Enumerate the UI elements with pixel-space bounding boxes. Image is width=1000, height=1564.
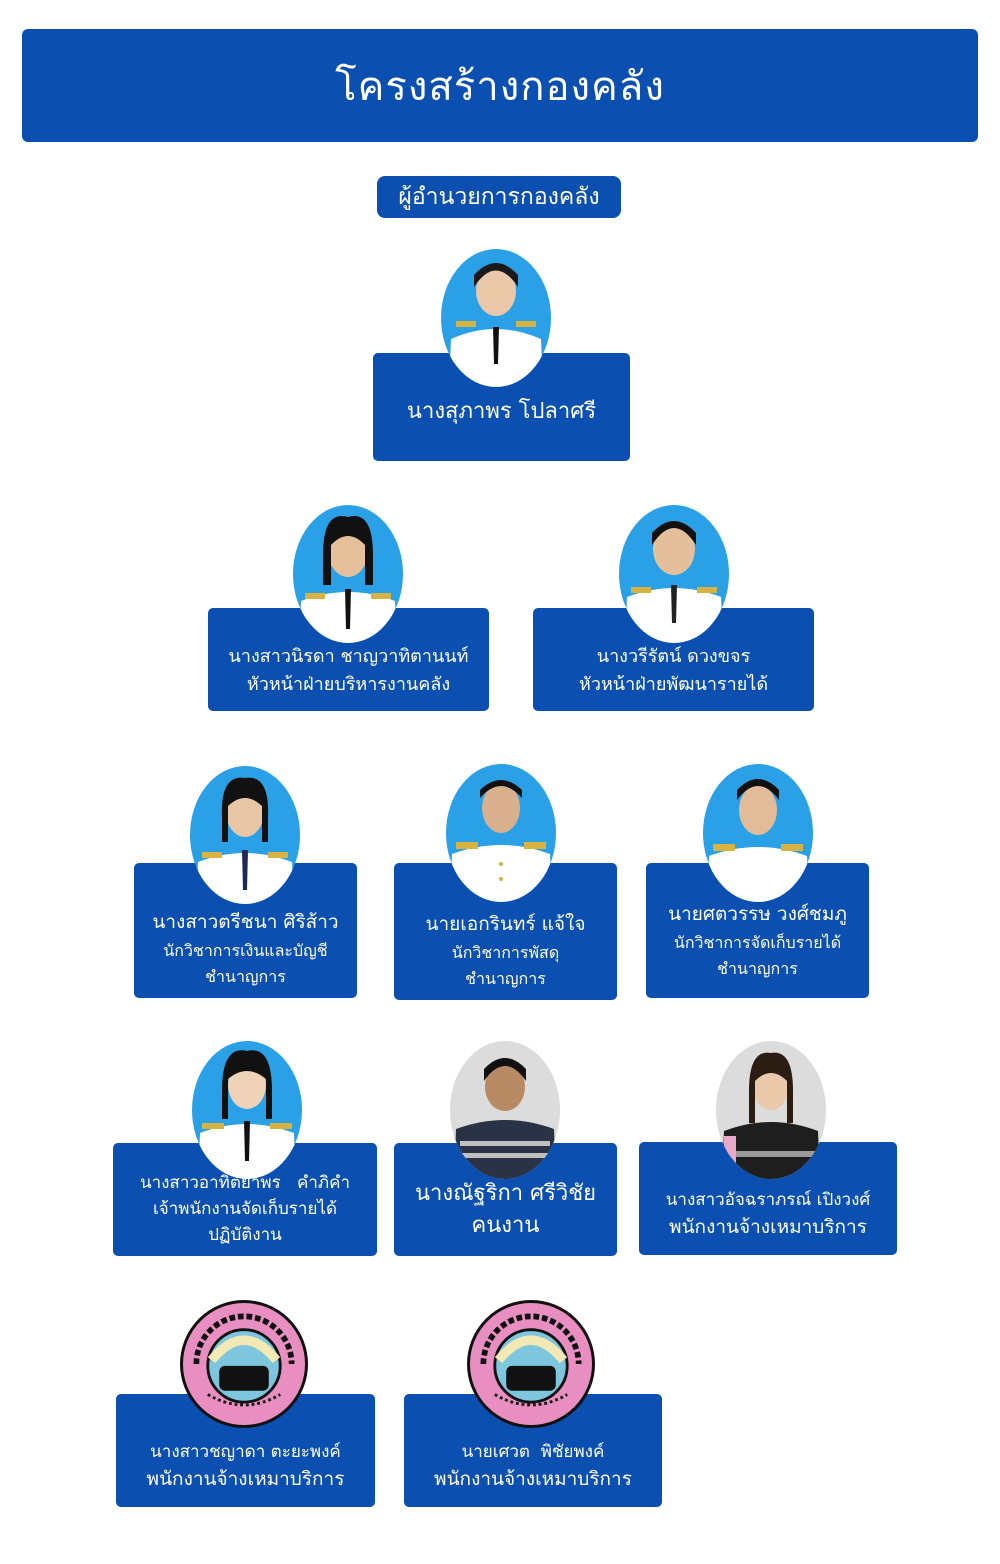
staff-photo <box>450 1041 560 1179</box>
staff-name: นายเอกรินทร์ แจ้ใจ <box>425 913 586 935</box>
staff-photo <box>190 766 300 904</box>
page-title-banner: โครงสร้างกองคลัง <box>22 29 978 142</box>
staff-photo <box>293 505 403 643</box>
staff-name: นางสาวชญาดา ตะยะพงค์ <box>150 1442 341 1462</box>
staff-role: พนักงานจ้างเหมาบริการ <box>434 1468 632 1490</box>
staff-card: นางสาวตรีชนา ศิริส้าว นักวิชาการเงินและบ… <box>134 863 357 998</box>
staff-photo <box>703 764 813 902</box>
staff-role: เจ้าพนักงานจัดเก็บรายได้ <box>152 1199 338 1219</box>
staff-role: นักวิชาการจัดเก็บรายได้ <box>673 933 842 952</box>
staff-grade: ชำนาญการ <box>465 969 546 988</box>
page-title: โครงสร้างกองคลัง <box>335 63 665 110</box>
director-label: ผู้อำนวยการกองคลัง <box>377 176 621 218</box>
staff-photo <box>619 505 729 643</box>
staff-name: นางสาวนิรดา ชาญวาทิตานนท์ <box>228 646 469 667</box>
staff-grade: ปฏิบัติงาน <box>208 1225 282 1245</box>
staff-role: หัวหน้าฝ่ายพัฒนารายได้ <box>578 674 769 695</box>
staff-photo <box>192 1041 302 1179</box>
staff-name: นายเศวต พิชัยพงค์ <box>461 1442 605 1462</box>
staff-grade: ชำนาญการ <box>205 967 286 986</box>
staff-name: นางสาวตรีชนา ศิริส้าว <box>152 911 339 933</box>
staff-name: นางวรีรัตน์ ดวงขจร <box>596 646 751 667</box>
staff-role: พนักงานจ้างเหมาบริการ <box>146 1468 345 1490</box>
staff-role: คนงาน <box>471 1213 540 1238</box>
staff-name: นางสาวอัจฉราภรณ์ เปิงวงศ์ <box>665 1190 871 1210</box>
staff-role: หัวหน้าฝ่ายบริหารงานคลัง <box>246 674 451 695</box>
municipality-seal <box>180 1300 308 1428</box>
staff-role: นักวิชาการพัสดุ <box>451 943 560 962</box>
staff-role: นักวิชาการเงินและบัญชี <box>163 941 328 960</box>
director-name: นางสุภาพร โปลาศรี <box>406 399 597 424</box>
staff-role: พนักงานจ้างเหมาบริการ <box>669 1216 867 1238</box>
municipality-seal <box>467 1300 595 1428</box>
director-photo <box>441 249 551 387</box>
staff-grade: ชำนาญการ <box>717 959 798 978</box>
staff-photo <box>446 764 556 902</box>
staff-photo <box>716 1041 826 1179</box>
staff-name: นายศตวรรษ วงศ์ชมภู <box>668 903 847 925</box>
staff-name: นางณัฐริกา ศรีวิชัย <box>414 1181 597 1206</box>
